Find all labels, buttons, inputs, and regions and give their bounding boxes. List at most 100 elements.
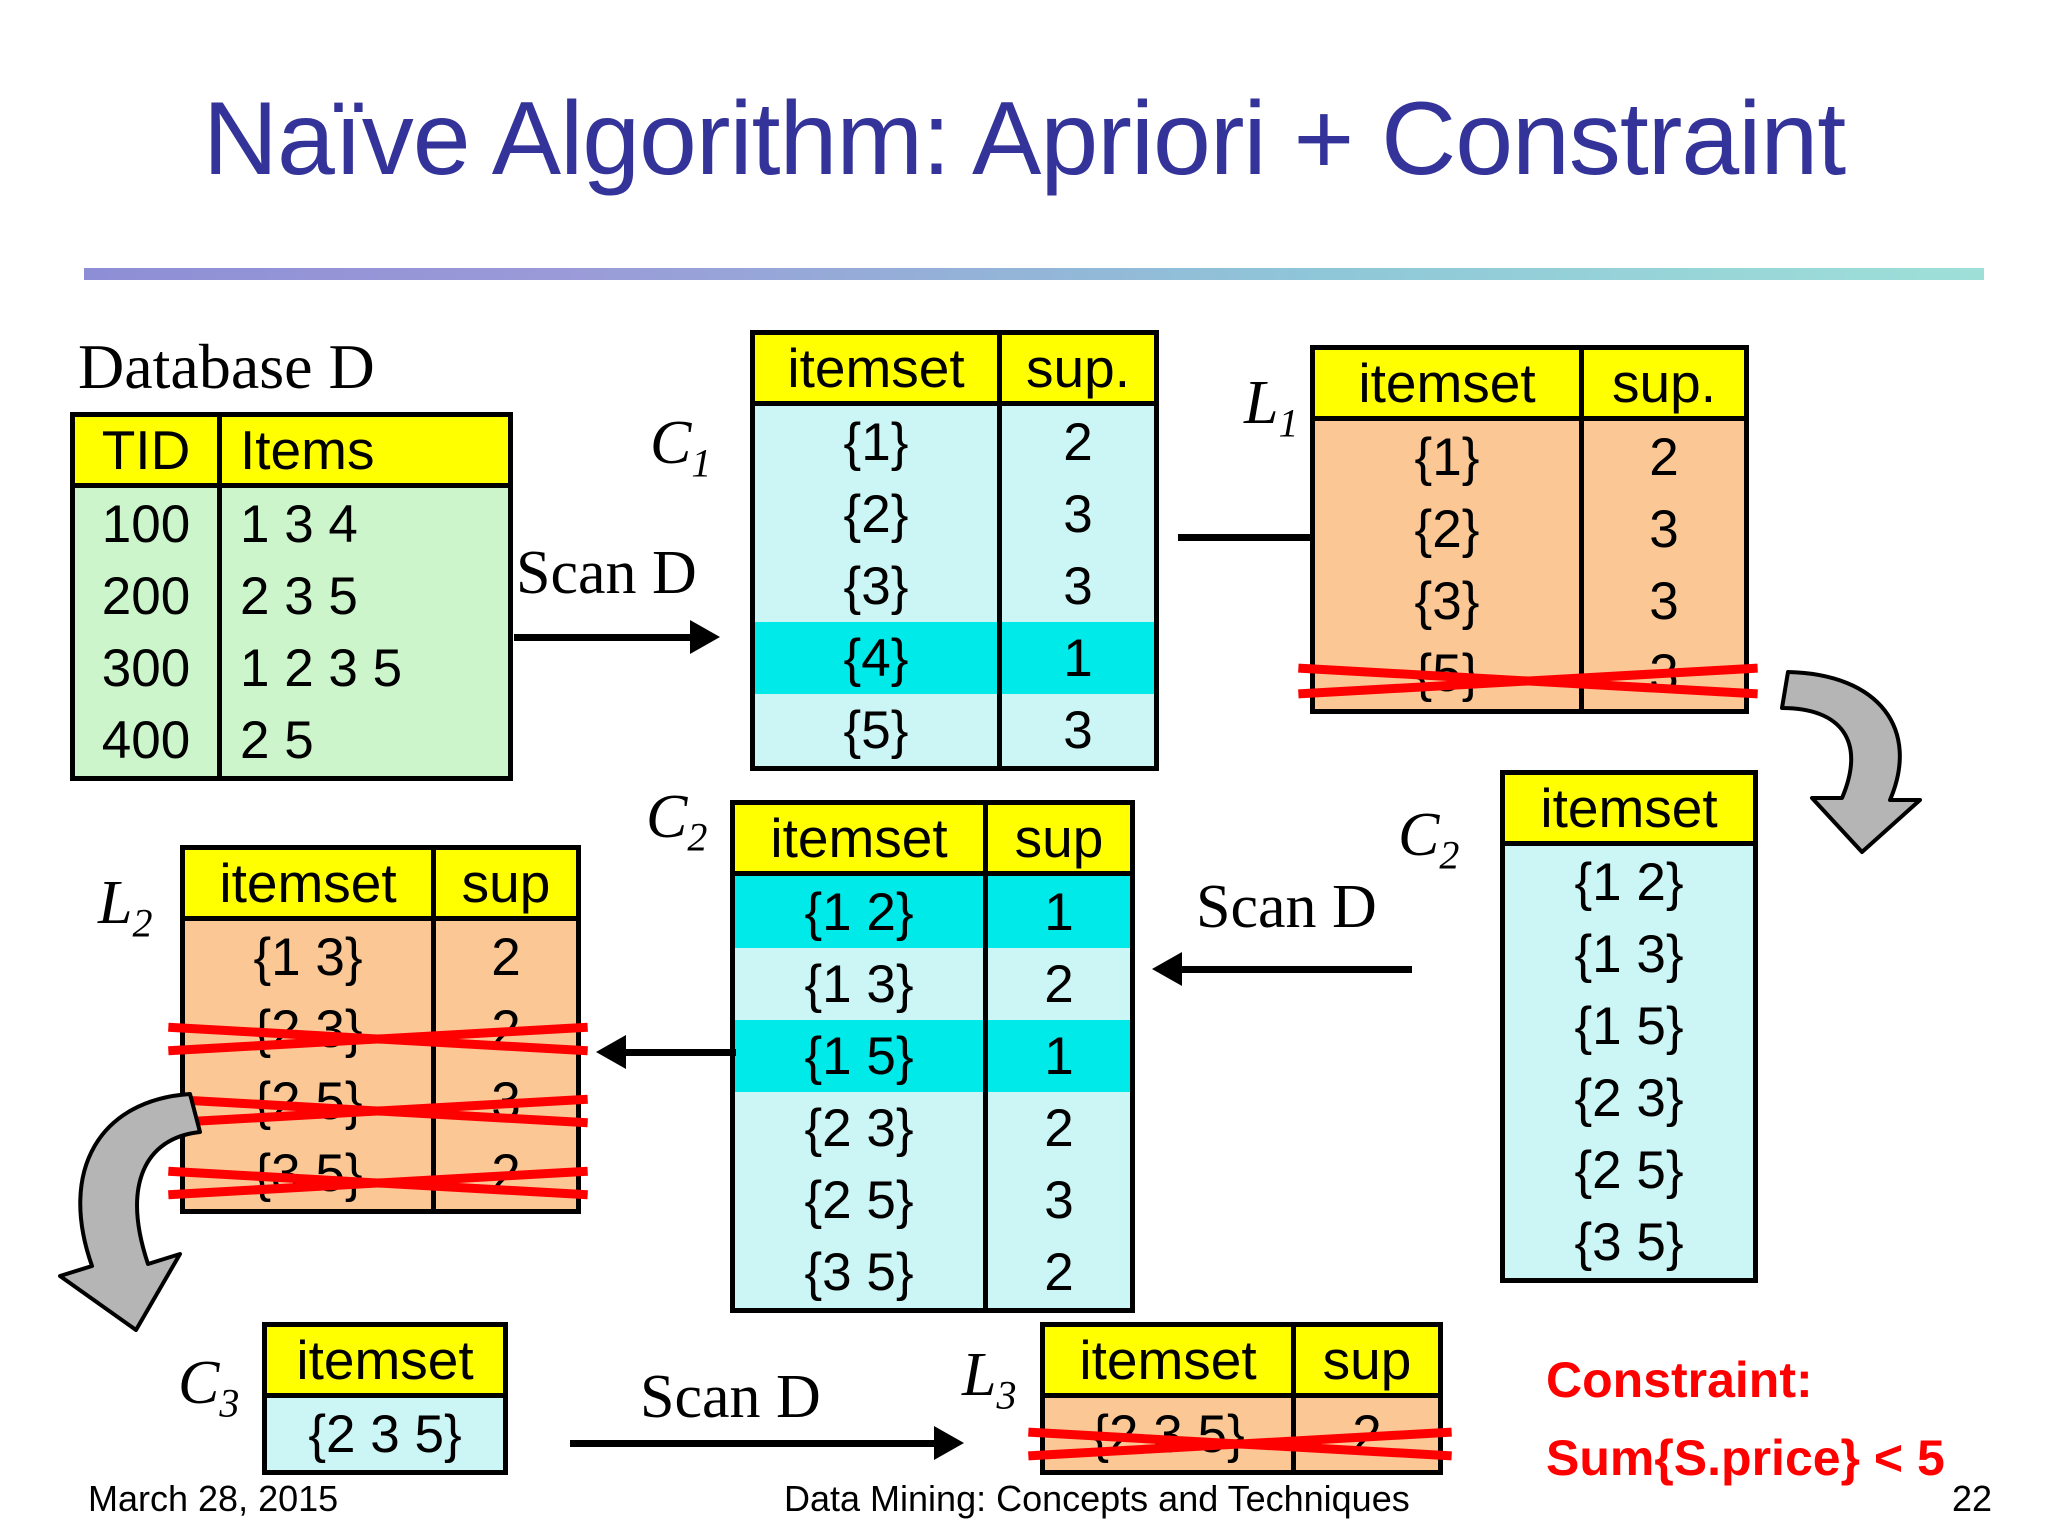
cell-items: 2 5 [219, 704, 511, 779]
table-row: {2} 3 [1312, 493, 1747, 565]
column-header-itemset: itemset [1312, 347, 1584, 421]
table-row: {3 5} [1502, 1206, 1756, 1281]
scan-d-label-2: Scan D [1196, 873, 1377, 941]
cell-sup: 2 [999, 403, 1157, 478]
cell-itemset: {1 3} [732, 948, 988, 1020]
constraint-line-2: Sum{S.price} < 5 [1546, 1429, 1945, 1486]
arrow-scan-d-3 [570, 1426, 970, 1460]
table-row-highlighted: {1 5} 1 [732, 1020, 1133, 1092]
table-row: {1 3} 2 [732, 948, 1133, 1020]
cell-sup: 3 [999, 550, 1157, 622]
cell-itemset: {1} [752, 403, 1002, 478]
table-row: {2 5} 3 [732, 1164, 1133, 1236]
footer-date: March 28, 2015 [88, 1478, 339, 1519]
table-row: {1} 2 [1312, 418, 1747, 493]
cell-sup: 1 [985, 1020, 1133, 1092]
cell-itemset: {5} [1312, 637, 1584, 712]
table-row-struck: {2 5} 3 [182, 1065, 579, 1137]
l2-table-wrapper: itemset sup {1 3} 2 {2 3} 2 {2 5} 3 {3 5… [168, 845, 588, 1214]
column-header-itemset: itemset [264, 1324, 506, 1398]
c3-label: C3 [178, 1348, 239, 1426]
l1-table: itemset sup. {1} 2 {2} 3 {3} 3 {5} 3 [1310, 345, 1749, 714]
column-header-items: Items [219, 414, 511, 488]
table-row: {1 3} 2 [182, 918, 579, 993]
table-row: {1 5} [1502, 990, 1756, 1062]
cell-tid: 100 [72, 485, 222, 560]
footer-page-number: 22 [1952, 1478, 1993, 1519]
column-header-sup: sup. [1581, 347, 1747, 421]
cell-sup: 2 [985, 1092, 1133, 1164]
cell-itemset: {2} [752, 478, 1002, 550]
table-header-row: itemset sup [182, 847, 579, 921]
cell-sup: 3 [1581, 493, 1747, 565]
cell-sup: 1 [985, 873, 1133, 948]
table-row: {1 3} [1502, 918, 1756, 990]
l1-label: L1 [1244, 368, 1298, 446]
cell-itemset: {3 5} [732, 1236, 988, 1311]
cell-sup: 2 [433, 1137, 579, 1212]
c2-right-label: C2 [1398, 800, 1459, 878]
cell-itemset: {2 3} [182, 993, 436, 1065]
constraint-note: Constraint: Sum{S.price} < 5 [1546, 1342, 1945, 1497]
table-row: {2 3 5} [264, 1395, 506, 1473]
l1-table-wrapper: itemset sup. {1} 2 {2} 3 {3} 3 {5} 3 [1298, 345, 1758, 714]
footer-center-text: Data Mining: Concepts and Techniques [784, 1478, 1410, 1519]
table-row: {3 5} 2 [732, 1236, 1133, 1311]
table-header-row: TID Items [72, 414, 511, 488]
cell-itemset: {1 3} [1502, 918, 1756, 990]
column-header-tid: TID [72, 414, 222, 488]
table-header-row: itemset sup [732, 802, 1133, 876]
cell-itemset: {4} [752, 622, 1002, 694]
column-header-sup: sup [985, 802, 1133, 876]
table-row: {1 2} [1502, 843, 1756, 918]
table-row-struck: {2 3 5} 2 [1042, 1395, 1441, 1473]
cell-sup: 2 [985, 948, 1133, 1020]
table-row: {2 3} 2 [732, 1092, 1133, 1164]
column-header-itemset: itemset [732, 802, 988, 876]
column-header-sup: sup [1293, 1324, 1441, 1398]
cell-itemset: {3} [1312, 565, 1584, 637]
cell-itemset: {3} [752, 550, 1002, 622]
table-row: {2 5} [1502, 1134, 1756, 1206]
table-row-struck: {5} 3 [1312, 637, 1747, 712]
c3-label-letter: C [178, 1349, 220, 1417]
table-row: 300 1 2 3 5 [72, 632, 511, 704]
column-header-sup: sup. [999, 332, 1157, 406]
cell-itemset: {2 5} [732, 1164, 988, 1236]
cell-itemset: {1} [1312, 418, 1584, 493]
arrow-c2-to-l2 [596, 1035, 736, 1069]
cell-items: 2 3 5 [219, 560, 511, 632]
cell-sup: 3 [999, 694, 1157, 769]
scan-d-label-3: Scan D [640, 1363, 821, 1431]
l3-label: L3 [962, 1340, 1016, 1418]
c2-right-label-letter: C [1398, 801, 1440, 869]
page-title: Naïve Algorithm: Apriori + Constraint [202, 81, 1846, 197]
cell-itemset: {1 2} [1502, 843, 1756, 918]
l3-table-wrapper: itemset sup {2 3 5} 2 [1028, 1322, 1452, 1475]
table-header-row: itemset sup. [752, 332, 1157, 406]
table-row: {2} 3 [752, 478, 1157, 550]
column-header-itemset: itemset [1042, 1324, 1296, 1398]
cell-itemset: {3 5} [1502, 1206, 1756, 1281]
table-header-row: itemset [1502, 772, 1756, 846]
table-row: {3} 3 [752, 550, 1157, 622]
c2-right-table: itemset {1 2} {1 3} {1 5} {2 3} {2 5} {3… [1500, 770, 1758, 1283]
cell-itemset: {2 3} [732, 1092, 988, 1164]
arrow-scan-d-1 [514, 620, 726, 654]
cell-sup: 3 [1581, 565, 1747, 637]
cell-itemset: {2 3 5} [264, 1395, 506, 1473]
table-row-highlighted: {1 2} 1 [732, 873, 1133, 948]
column-header-sup: sup [433, 847, 579, 921]
l2-table: itemset sup {1 3} 2 {2 3} 2 {2 5} 3 {3 5… [180, 845, 581, 1214]
c2-mid-label-letter: C [646, 783, 688, 851]
c2-right-label-sub: 2 [1439, 832, 1460, 878]
c2-mid-label-sub: 2 [687, 814, 708, 860]
table-row: 100 1 3 4 [72, 485, 511, 560]
database-caption: Database D [78, 331, 375, 402]
table-row-highlighted: {4} 1 [752, 622, 1157, 694]
cell-sup: 2 [433, 993, 579, 1065]
curved-arrow-right [1780, 670, 1922, 854]
table-header-row: itemset sup. [1312, 347, 1747, 421]
c3-table: itemset {2 3 5} [262, 1322, 508, 1475]
table-row-struck: {3 5} 2 [182, 1137, 579, 1212]
